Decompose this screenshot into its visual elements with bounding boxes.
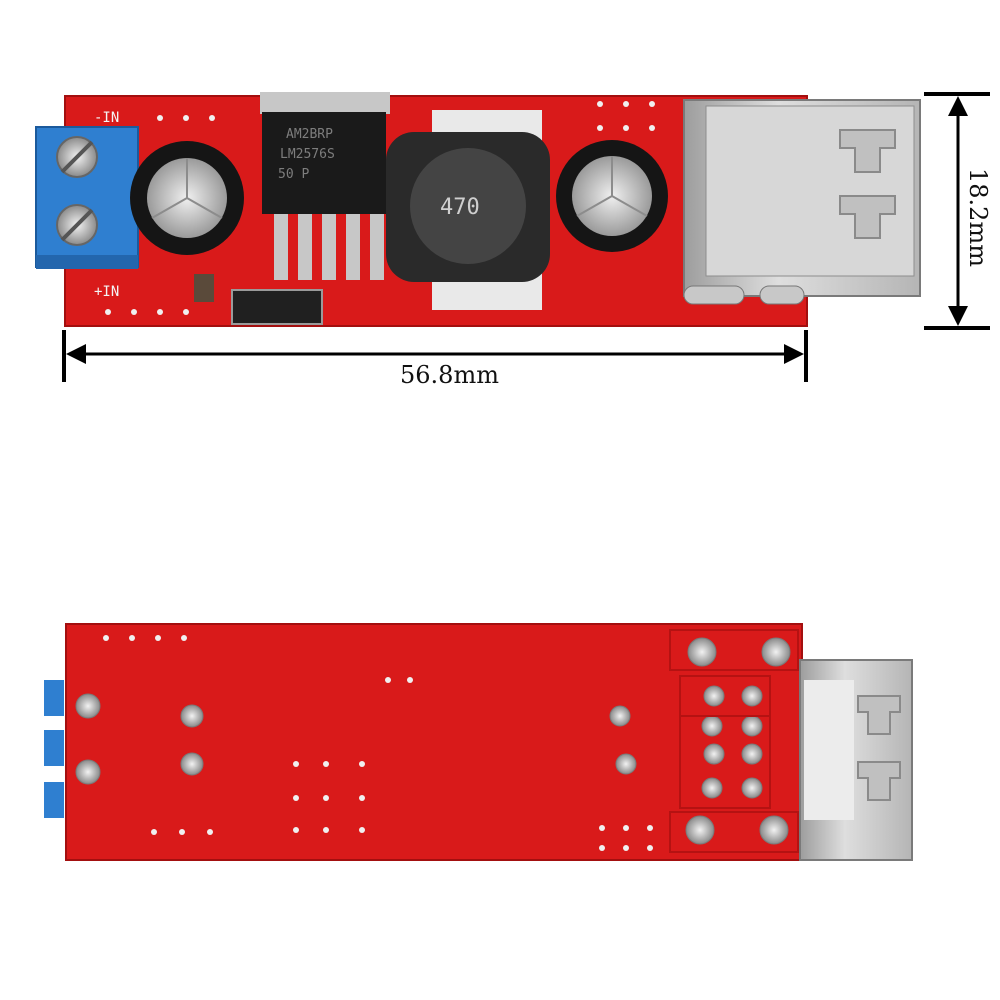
usb-port-bottom [799, 659, 913, 861]
output-capacitor [556, 140, 668, 252]
inductor: 470 [386, 110, 550, 310]
svg-text:50 P: 50 P [278, 167, 309, 182]
dimension-width: 18.2mm [924, 92, 992, 330]
svg-text:AM2BRP: AM2BRP [286, 127, 333, 142]
silk-in-plus: +IN [94, 284, 119, 300]
input-capacitor [130, 141, 244, 255]
screw-terminal [35, 126, 139, 269]
top-board: -IN +IN AM2BRP LM2576S 50 P [35, 92, 921, 327]
dimension-length: 56.8mm [62, 330, 808, 389]
bottom-board [44, 623, 913, 861]
usb-port-top [683, 99, 921, 305]
smd-diode [231, 289, 323, 325]
svg-text:470: 470 [440, 195, 480, 220]
solder-pad-icon [75, 637, 791, 845]
width-label: 18.2mm [964, 168, 992, 267]
regulator-chip: AM2BRP LM2576S 50 P [260, 92, 390, 280]
smd-component [194, 274, 214, 302]
length-label: 56.8mm [400, 361, 499, 389]
silk-in-minus: -IN [94, 110, 119, 126]
svg-text:LM2576S: LM2576S [280, 147, 335, 162]
